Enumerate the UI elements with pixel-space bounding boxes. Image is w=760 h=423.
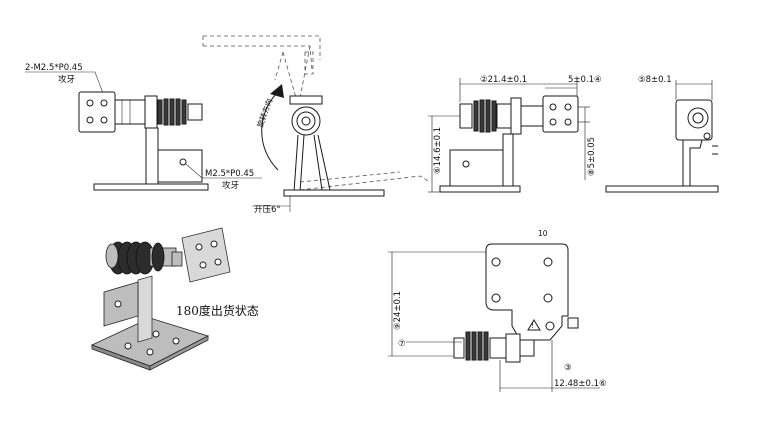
spring-left xyxy=(157,98,187,126)
dim-12-48: 12.48±0.1⑥ xyxy=(554,379,607,389)
balloon-3: ③ xyxy=(564,363,572,373)
label-tap-top: 攻牙 xyxy=(58,74,75,85)
dim-5: 5±0.1④ xyxy=(568,75,602,85)
dim-24: ⑨24±0.1 xyxy=(393,291,403,330)
label-tap-side: 攻牙 xyxy=(222,180,239,191)
dim-14-6: ⑥14.6±0.1 xyxy=(433,127,443,174)
view-front-dims: ②21.4±0.1 5±0.1④ ⑥14.6±0.1 xyxy=(428,75,602,193)
label-rotation: 旋转方向 xyxy=(254,97,274,129)
view-front-left: 2-M2.5*P0.45 攻牙 M2.5*P0.45 攻牙 xyxy=(25,63,262,191)
label-180-state: 180度出货状态 xyxy=(176,303,259,318)
balloon-7: ⑦ xyxy=(398,339,406,349)
spring-bottom xyxy=(465,331,489,361)
view-bottom-plan: 10 ! ⑨24±0.1 ⑦ ③ xyxy=(388,229,607,392)
label-open-angle: 开压6° xyxy=(254,205,281,215)
dim-width: ②21.4±0.1 xyxy=(480,75,527,85)
svg-text:!: ! xyxy=(531,321,534,330)
spring-3d xyxy=(105,241,155,275)
label-thread-side: M2.5*P0.45 xyxy=(205,169,254,179)
spring-right xyxy=(473,99,497,133)
label-thread-top: 2-M2.5*P0.45 xyxy=(25,63,83,73)
dim-8: ⑤8±0.1 xyxy=(638,75,672,85)
view-right-side: ⑤8±0.1 xyxy=(605,75,719,193)
balloon-10: 10 xyxy=(538,229,548,238)
view-3d-render: 180度出货状态 xyxy=(90,227,259,371)
dim-5-05: ⑧5±0.05 xyxy=(587,137,597,176)
